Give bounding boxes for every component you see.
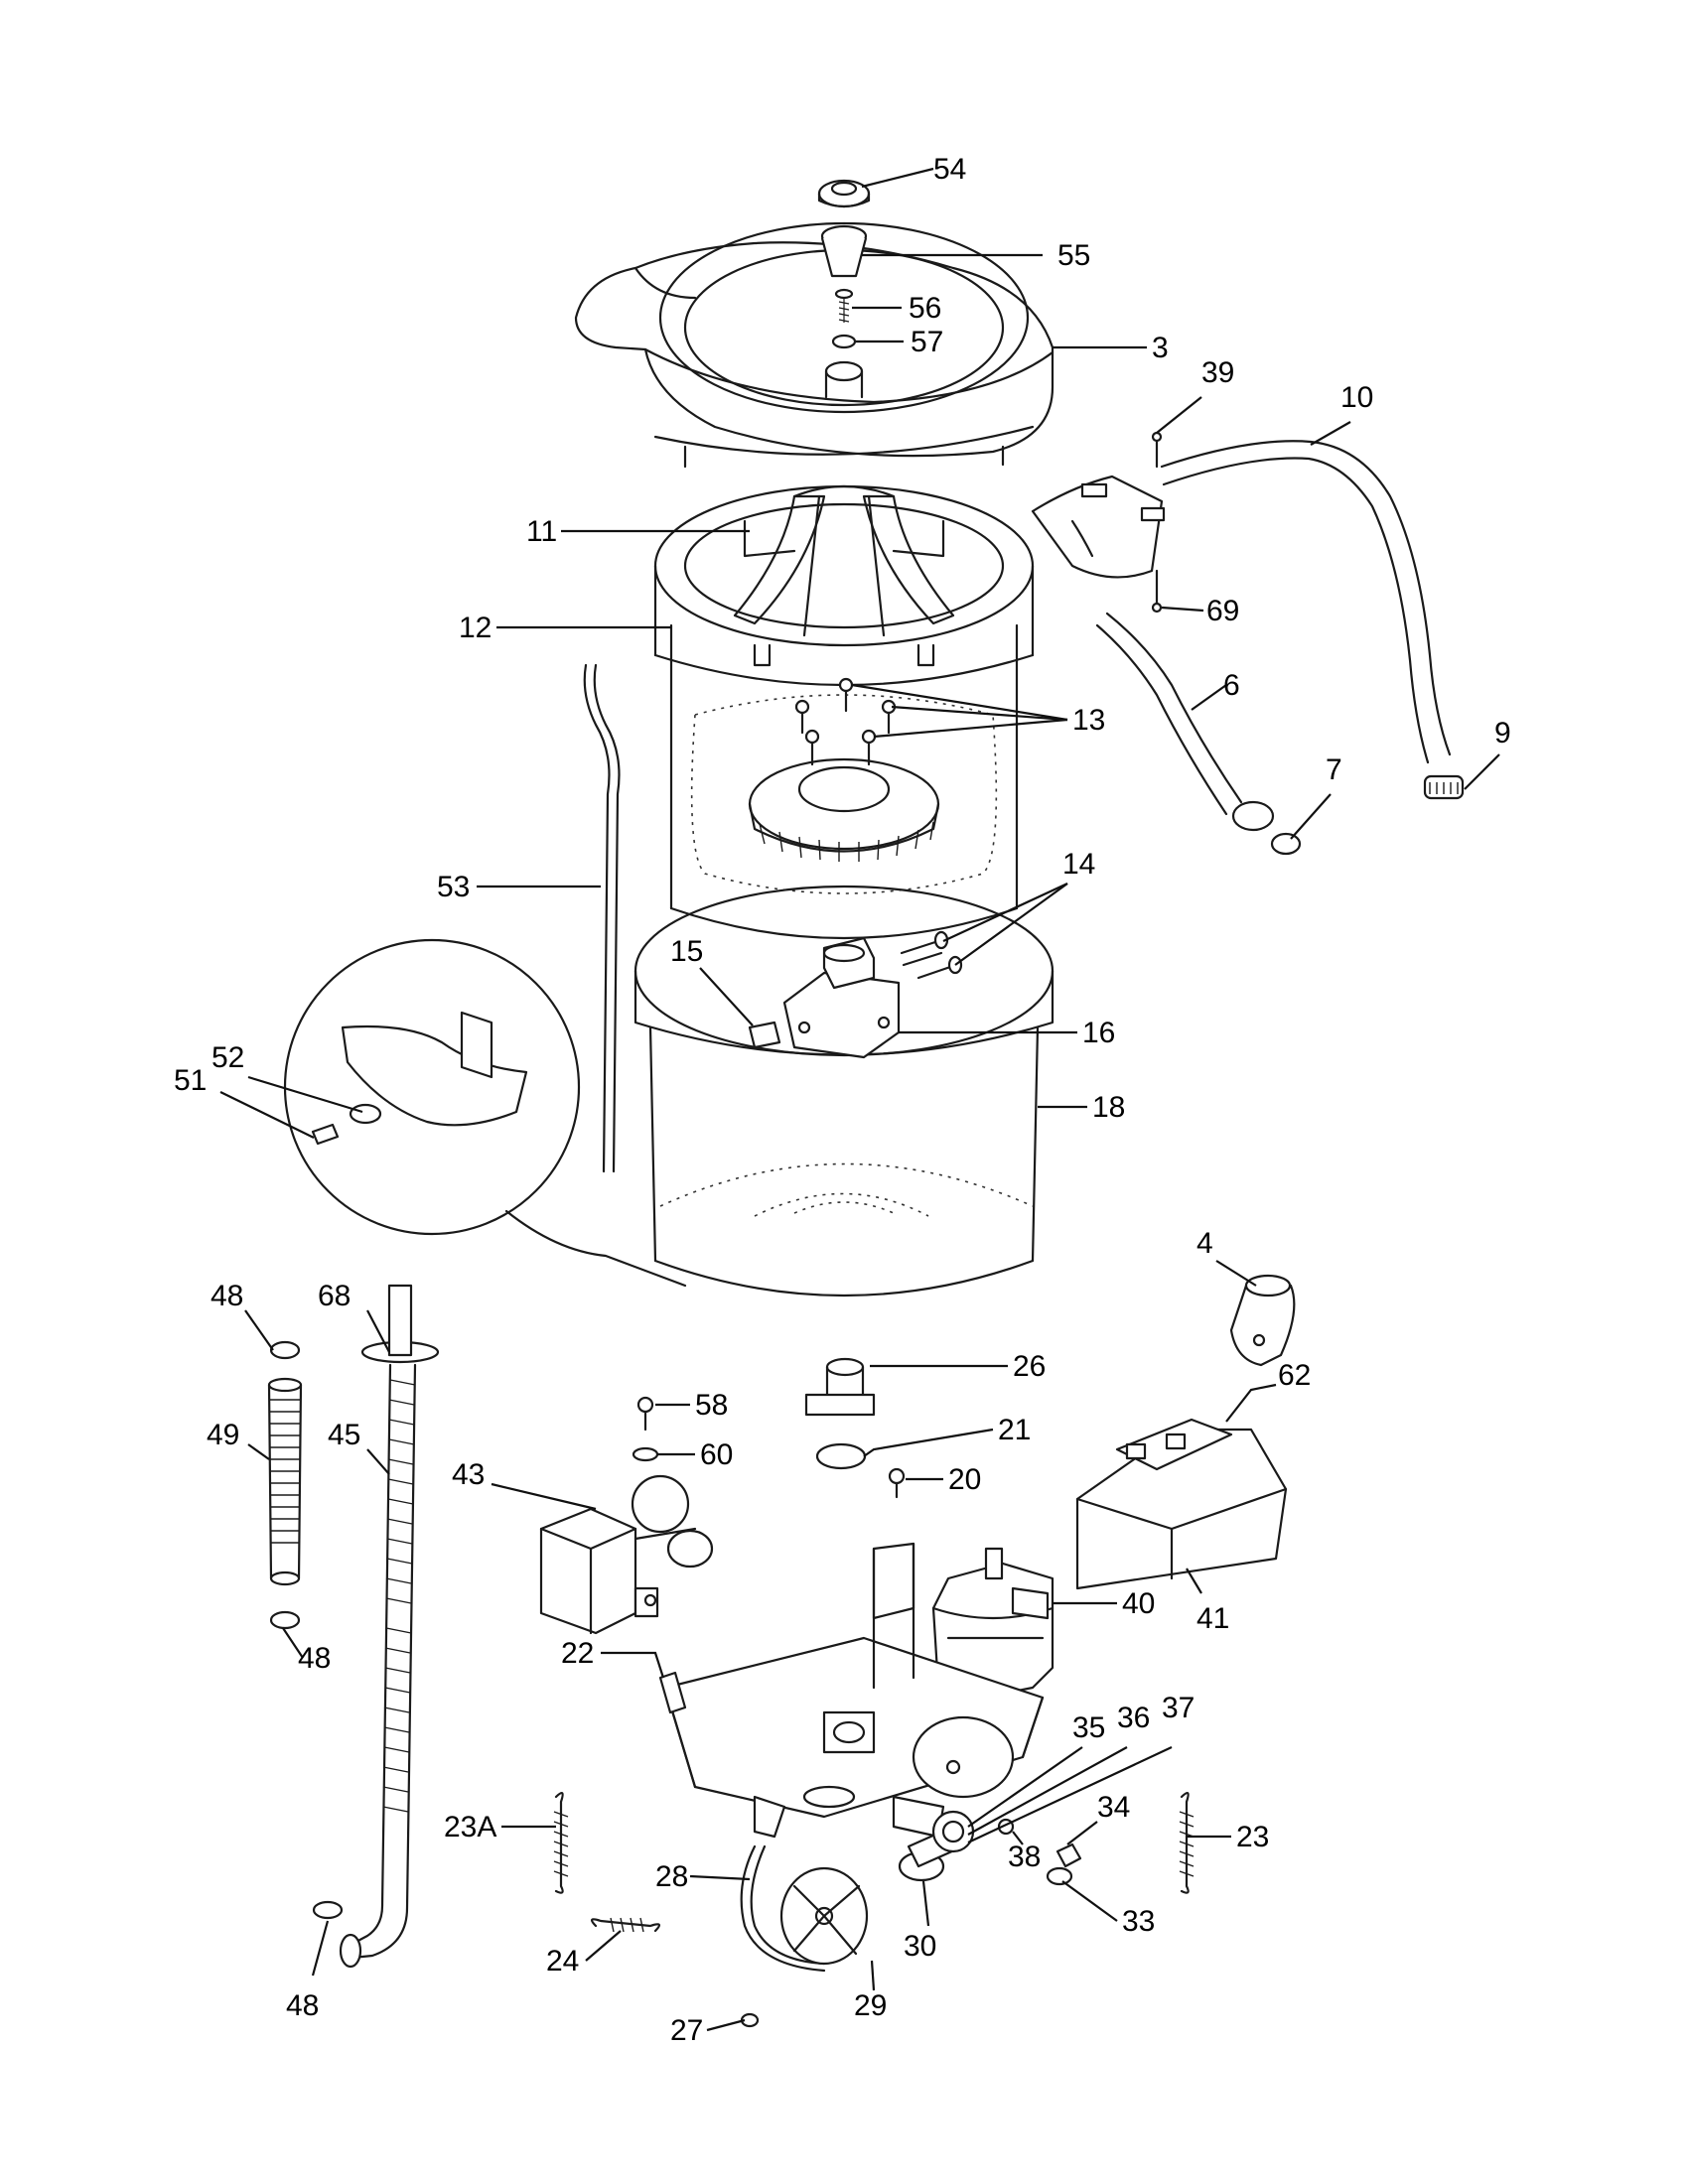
label-35: 35 (1072, 1711, 1105, 1744)
bolt-and-washer (824, 288, 864, 399)
label-7: 7 (1326, 753, 1342, 786)
pulley-belt (740, 1844, 869, 2028)
drain-pump (539, 1474, 714, 1635)
label-21: 21 (998, 1414, 1031, 1446)
label-53: 53 (437, 871, 470, 903)
pump-screw-washer (632, 1396, 659, 1462)
label-60: 60 (700, 1438, 733, 1471)
transmission-frame (658, 1542, 1045, 1839)
basket-hub (748, 757, 940, 862)
motor-cover (1075, 1418, 1288, 1590)
center-post-mount (748, 936, 901, 1059)
label-62: 62 (1278, 1359, 1311, 1392)
label-34: 34 (1097, 1791, 1130, 1824)
label-43: 43 (452, 1458, 485, 1491)
label-28: 28 (655, 1860, 688, 1893)
label-33: 33 (1122, 1905, 1155, 1938)
detail-callout (283, 938, 687, 1288)
label-22: 22 (561, 1637, 594, 1670)
label-55: 55 (1057, 239, 1090, 272)
label-40: 40 (1122, 1587, 1155, 1620)
label-58: 58 (695, 1389, 728, 1422)
label-18: 18 (1092, 1091, 1125, 1124)
agitator-cap (820, 224, 868, 278)
callout-labels: 54 55 56 57 3 39 10 11 69 12 13 6 9 7 53… (174, 153, 1511, 2047)
tub-cover (574, 221, 1055, 469)
label-49: 49 (207, 1419, 239, 1451)
drive-coupling (804, 1357, 906, 1499)
label-41: 41 (1196, 1602, 1229, 1635)
label-15: 15 (670, 935, 703, 968)
leader-lines (219, 167, 1500, 2032)
label-54: 54 (933, 153, 966, 186)
label-14: 14 (1062, 848, 1095, 881)
agitator-vanes (733, 484, 955, 637)
springs (553, 1791, 1195, 1933)
hose-clamp-9 (1423, 774, 1465, 800)
mount-screws (900, 930, 963, 980)
label-39: 39 (1201, 356, 1234, 389)
label-20: 20 (948, 1463, 981, 1496)
label-16: 16 (1082, 1017, 1115, 1049)
label-56: 56 (909, 292, 941, 325)
label-38: 38 (1008, 1841, 1041, 1873)
label-23: 23 (1236, 1821, 1269, 1853)
drive-motor (931, 1547, 1055, 1700)
label-10: 10 (1340, 381, 1373, 414)
label-69: 69 (1206, 595, 1239, 627)
bushing-part (817, 179, 871, 208)
label-12: 12 (459, 612, 492, 644)
label-6: 6 (1223, 669, 1240, 702)
capacitor (1229, 1274, 1296, 1367)
fill-hose-long (1160, 440, 1452, 764)
label-26: 26 (1013, 1350, 1046, 1383)
label-68: 68 (318, 1280, 351, 1312)
fill-hose-short (1095, 612, 1302, 856)
label-57: 57 (911, 326, 943, 358)
screw-set (794, 677, 897, 766)
label-9: 9 (1494, 717, 1511, 750)
label-36: 36 (1117, 1702, 1150, 1734)
label-29: 29 (854, 1989, 887, 2022)
label-45: 45 (328, 1419, 360, 1451)
label-24: 24 (546, 1945, 579, 1978)
label-4: 4 (1196, 1227, 1213, 1260)
fill-funnel (1031, 431, 1166, 614)
label-13: 13 (1072, 704, 1105, 737)
label-48-bottom: 48 (286, 1989, 319, 2022)
label-48-mid: 48 (298, 1642, 331, 1675)
label-23A: 23A (444, 1811, 496, 1843)
label-27: 27 (670, 2014, 703, 2047)
corrugated-hose (267, 1340, 344, 1920)
label-51: 51 (174, 1064, 207, 1097)
pressure-hose (583, 663, 621, 1173)
label-30: 30 (904, 1930, 936, 1963)
label-3: 3 (1152, 332, 1169, 364)
label-37: 37 (1162, 1692, 1195, 1724)
clutch-cam (898, 1810, 1082, 1886)
label-11: 11 (526, 515, 557, 548)
drain-hose (339, 1284, 440, 1969)
label-52: 52 (211, 1041, 244, 1074)
label-48-top: 48 (211, 1280, 243, 1312)
